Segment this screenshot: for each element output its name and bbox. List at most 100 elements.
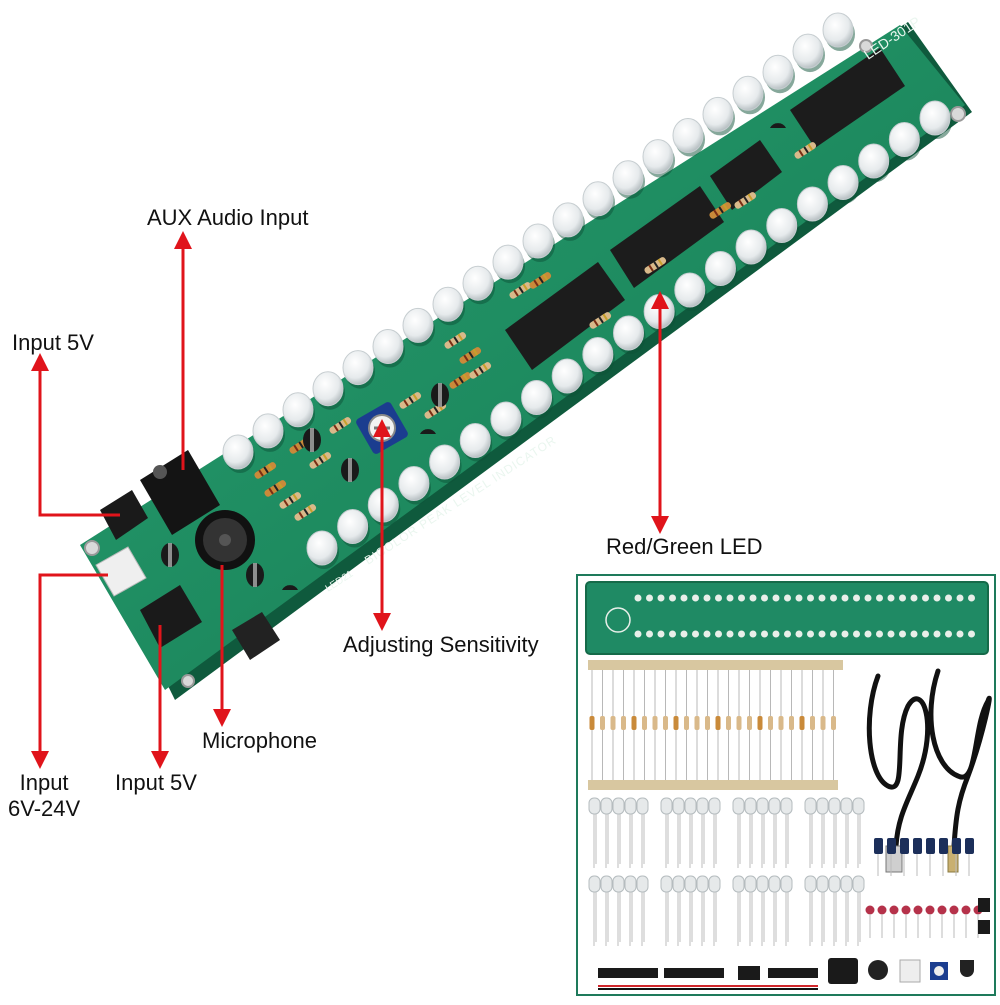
led-pad (922, 630, 929, 638)
led (796, 186, 830, 225)
resistor-lead (694, 670, 700, 780)
kit-parts-illustration (585, 581, 992, 990)
transistor (770, 123, 786, 128)
led-pad (772, 630, 780, 638)
ic-chip-4 (790, 48, 905, 148)
loose-led (708, 875, 721, 946)
resistor (644, 257, 667, 274)
resistor-lead (715, 670, 721, 780)
resistor-lead (810, 670, 815, 780)
inset-transistor (960, 960, 974, 977)
led-pad (749, 630, 757, 638)
led-pad (703, 594, 711, 602)
ceramic-capacitor (877, 905, 887, 938)
resistor-lead (600, 670, 605, 780)
led-pad (899, 630, 906, 638)
resistor (529, 272, 552, 289)
led-pad (922, 594, 929, 602)
loose-led (708, 797, 721, 868)
loose-led (636, 797, 649, 868)
led-pad (669, 630, 676, 638)
ic-chip-1 (505, 262, 625, 370)
led-pad (715, 630, 722, 638)
led-pad (876, 594, 883, 602)
resistor-lead (789, 670, 794, 780)
resistor-lead (736, 670, 742, 780)
led-pad (784, 630, 791, 638)
power-connectors (95, 490, 280, 660)
led-pad (692, 630, 699, 638)
led (762, 54, 795, 94)
led (432, 286, 465, 326)
resistor (279, 492, 302, 509)
led (222, 434, 255, 473)
electrolytic-capacitor (913, 838, 922, 876)
label-input-6v-24v-line2: 6V-24V (8, 796, 81, 821)
resistor-lead (820, 670, 826, 780)
resistor-lead (610, 670, 616, 780)
resistor-lead (747, 670, 752, 780)
inset-microphone (868, 960, 888, 980)
resistor (459, 347, 482, 364)
kit-parts-inset (576, 574, 996, 996)
led (732, 75, 765, 115)
resistor-lead (673, 670, 679, 780)
led (735, 229, 769, 268)
inset-header-strip-2 (664, 968, 724, 978)
led (398, 466, 431, 505)
microphone-component (195, 510, 255, 570)
ceramic-capacitor (901, 905, 911, 938)
led-pad (703, 630, 711, 638)
loose-led (600, 875, 613, 946)
inset-pcb-pads (605, 594, 975, 638)
resistor (254, 462, 277, 479)
label-input-6v-24v-line1: Input (19, 770, 69, 795)
led (490, 401, 523, 440)
label-input-5v-left: Input 5V (12, 330, 94, 355)
loose-led (852, 875, 865, 946)
ceramic-capacitor (949, 905, 959, 938)
led (492, 244, 525, 284)
loose-led (612, 797, 625, 868)
led (642, 139, 675, 178)
usb-power-socket (100, 490, 148, 540)
led (372, 329, 405, 368)
resistor (264, 480, 287, 497)
led-pad (795, 594, 803, 602)
resistor (449, 372, 472, 389)
led-pad (864, 594, 872, 602)
loose-led (816, 875, 829, 946)
ceramic-capacitor (913, 905, 923, 938)
led-pad (887, 594, 895, 602)
resistor (399, 392, 422, 409)
led-pad (680, 594, 688, 602)
led (429, 444, 462, 483)
led-pad (669, 594, 676, 602)
led-pad (715, 594, 722, 602)
led-pad (807, 630, 814, 638)
ceramic-capacitor (937, 905, 947, 938)
capacitor (246, 563, 264, 587)
terminal-connector (95, 546, 147, 597)
led-pad (910, 594, 918, 602)
label-microphone: Microphone (202, 728, 317, 753)
dc-power-socket (140, 585, 202, 648)
led (551, 358, 585, 397)
led (521, 380, 554, 419)
ceramic-capacitor (865, 905, 875, 938)
led-pad (968, 594, 975, 602)
inset-leds (588, 797, 865, 946)
resistor-lead (589, 670, 595, 780)
led (858, 143, 891, 182)
led-pad (933, 594, 941, 602)
loose-led (828, 797, 841, 868)
loose-led (696, 875, 709, 946)
led (792, 33, 825, 73)
label-input-5v-bottom: Input 5V (115, 770, 197, 795)
ceramic-capacitor (889, 905, 899, 938)
loose-led (684, 875, 697, 946)
mount-hole-right (950, 106, 966, 122)
led-pad (738, 630, 745, 638)
loose-led (660, 875, 673, 946)
